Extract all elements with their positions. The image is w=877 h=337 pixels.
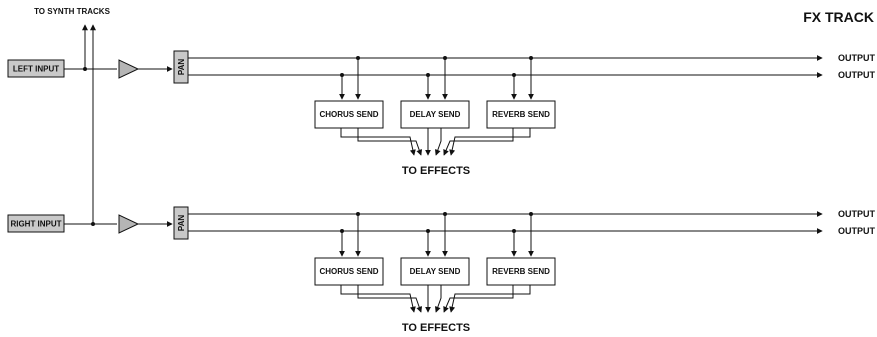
junction-dot bbox=[83, 67, 87, 71]
left-output-l-label: OUTPUT L bbox=[838, 53, 877, 63]
left-chorus-send-label: CHORUS SEND bbox=[319, 110, 378, 119]
left-reverb-send-label: REVERB SEND bbox=[492, 110, 550, 119]
to-synth-tracks-label: TO SYNTH TRACKS bbox=[34, 7, 111, 16]
right-pan-label: PAN bbox=[177, 215, 186, 232]
right-delay-send-label: DELAY SEND bbox=[410, 267, 461, 276]
junction-dot bbox=[91, 222, 95, 226]
left-pan-label: PAN bbox=[177, 59, 186, 76]
right-input-label: RIGHT INPUT bbox=[10, 220, 61, 229]
left-to-effects-label: TO EFFECTS bbox=[402, 165, 470, 177]
right-to-effects-label: TO EFFECTS bbox=[402, 322, 470, 334]
right-reverb-send-label: REVERB SEND bbox=[492, 267, 550, 276]
right-chorus-send-label: CHORUS SEND bbox=[319, 267, 378, 276]
left-pan-box bbox=[173, 50, 189, 84]
right-pan-box bbox=[173, 206, 189, 240]
right-output-l-label: OUTPUT L bbox=[838, 209, 877, 219]
left-output-r-label: OUTPUT R bbox=[838, 70, 877, 80]
left-delay-send-label: DELAY SEND bbox=[410, 110, 461, 119]
right-reverb-send-box bbox=[486, 257, 556, 286]
right-amp-triangle-icon bbox=[118, 214, 140, 234]
left-chorus-send-box bbox=[314, 100, 384, 129]
left-delay-send-box bbox=[400, 100, 470, 129]
right-output-r-label: OUTPUT R bbox=[838, 226, 877, 236]
left-reverb-send-box bbox=[486, 100, 556, 129]
right-delay-send-box bbox=[400, 257, 470, 286]
left-amp-triangle-icon bbox=[118, 59, 140, 79]
left-channel: LEFT INPUT PAN OUTPUT L OUTPUT R CHORUS … bbox=[7, 50, 877, 177]
diagram-title: FX TRACK bbox=[803, 9, 874, 25]
left-input-label: LEFT INPUT bbox=[13, 65, 59, 74]
right-channel: RIGHT INPUT PAN OUTPUT L OUTPUT R CHORUS… bbox=[7, 206, 877, 334]
right-chorus-send-box bbox=[314, 257, 384, 286]
